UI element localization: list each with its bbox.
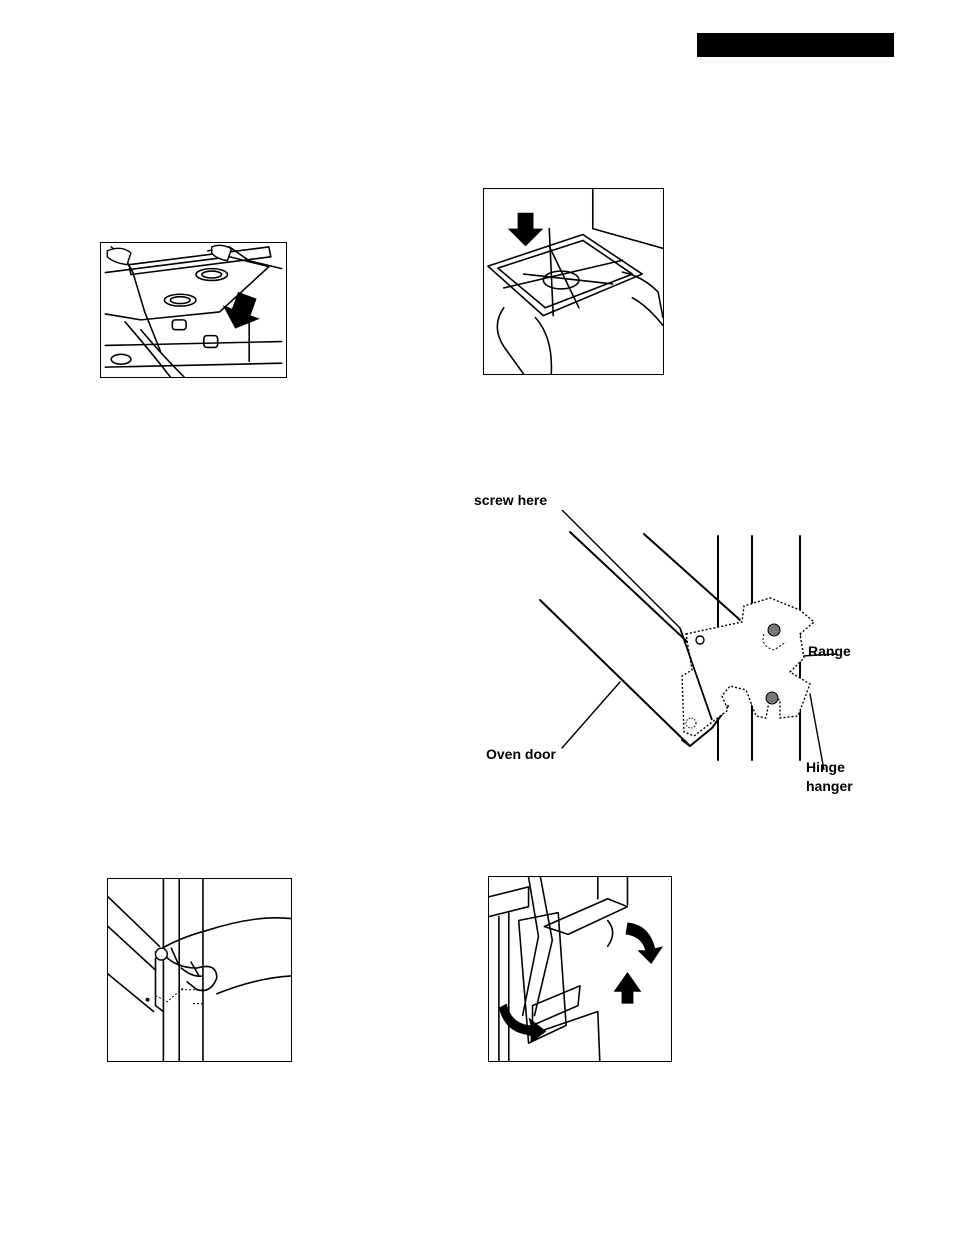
- range-pin-icon: [766, 692, 778, 704]
- label-screw-here: screw here: [474, 492, 547, 509]
- label-range: Range: [808, 643, 851, 660]
- screw-hole-icon: [696, 636, 704, 644]
- label-hinge: Hinge: [806, 759, 845, 776]
- figure-hand-on-hinge: [107, 878, 292, 1062]
- arrow-down-icon: [217, 289, 266, 336]
- label-hanger: hanger: [806, 778, 853, 795]
- arrow-down-icon: [508, 213, 544, 247]
- curved-arrow-icon: [626, 923, 664, 965]
- section-header-bar: [697, 33, 894, 57]
- figure-hinge-diagram: screw here Range Oven door Hinge: [480, 510, 860, 770]
- figure-grate-placement: [483, 188, 664, 375]
- figure-door-lift: [488, 876, 672, 1062]
- label-oven-door: Oven door: [486, 746, 556, 763]
- arrow-up-icon: [614, 972, 642, 1004]
- range-pin-icon: [768, 624, 780, 636]
- figure-cooktop-lift: [100, 242, 287, 378]
